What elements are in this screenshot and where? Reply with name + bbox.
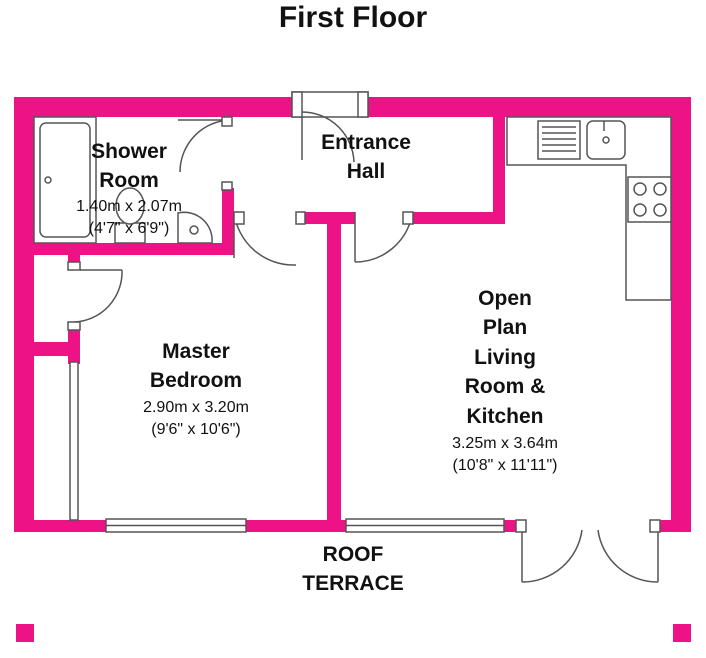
entrance-door-frame-right [357,91,369,118]
wall-bedroom-stub [14,342,80,356]
terrace-label-1: ROOF [322,543,384,566]
wall-hall-bottom [305,212,355,224]
wall-right [671,97,691,530]
living-name-4: Room & [464,375,546,398]
wall-bedroom-living [327,212,341,530]
shower-room-name-2: Room [99,169,159,192]
wall-bottom-right [658,520,691,532]
living-dim-imperial: (10'8" x 11'11") [452,457,558,474]
living-dim-metric: 3.25m x 3.64m [452,435,558,452]
wall-hall-right-bottom [412,212,505,224]
bedroom-name-2: Bedroom [149,369,243,392]
shower-room-dim-metric: 1.40m x 2.07m [76,198,182,215]
patio-door-left [521,529,583,583]
entrance-hall-name-1: Entrance [321,131,411,154]
kitchen-worktop [506,116,672,301]
bedroom-dim-imperial: (9'6" x 10'6") [151,421,241,438]
wall-hall-right [493,117,505,224]
wall-left [14,97,34,530]
entrance-hall-name-2: Hall [346,160,386,183]
wardrobe-sliding [69,361,79,521]
corner-marker-left [16,624,34,642]
bedroom-name-1: Master [162,340,230,363]
entrance-door-frame-left [291,91,303,118]
shower-room-dim-imperial: (4'7" x 6'9") [88,220,170,237]
floor-title: First Floor [278,1,428,34]
bedroom-dim-metric: 2.90m x 3.20m [143,399,249,416]
living-name-1: Open [478,287,532,310]
patio-door-right [597,529,659,583]
wall-shower-right [222,188,234,250]
wall-shower-bottom [14,243,234,255]
hob [627,176,672,223]
wardrobe-door-swing [73,269,123,323]
living-name-5: Kitchen [466,405,544,428]
shower-door-swing [178,119,231,173]
entrance-door-opening [291,91,369,118]
shower-room-name-1: Shower [91,140,167,163]
living-name-2: Plan [482,316,528,339]
wall-bedroom-stub-lower [68,330,80,364]
corner-marker-right [673,624,691,642]
terrace-label-2: TERRACE [302,572,404,595]
fixtures [33,91,672,583]
entrance-door-swing [301,111,355,163]
living-name-3: Living [474,346,536,369]
